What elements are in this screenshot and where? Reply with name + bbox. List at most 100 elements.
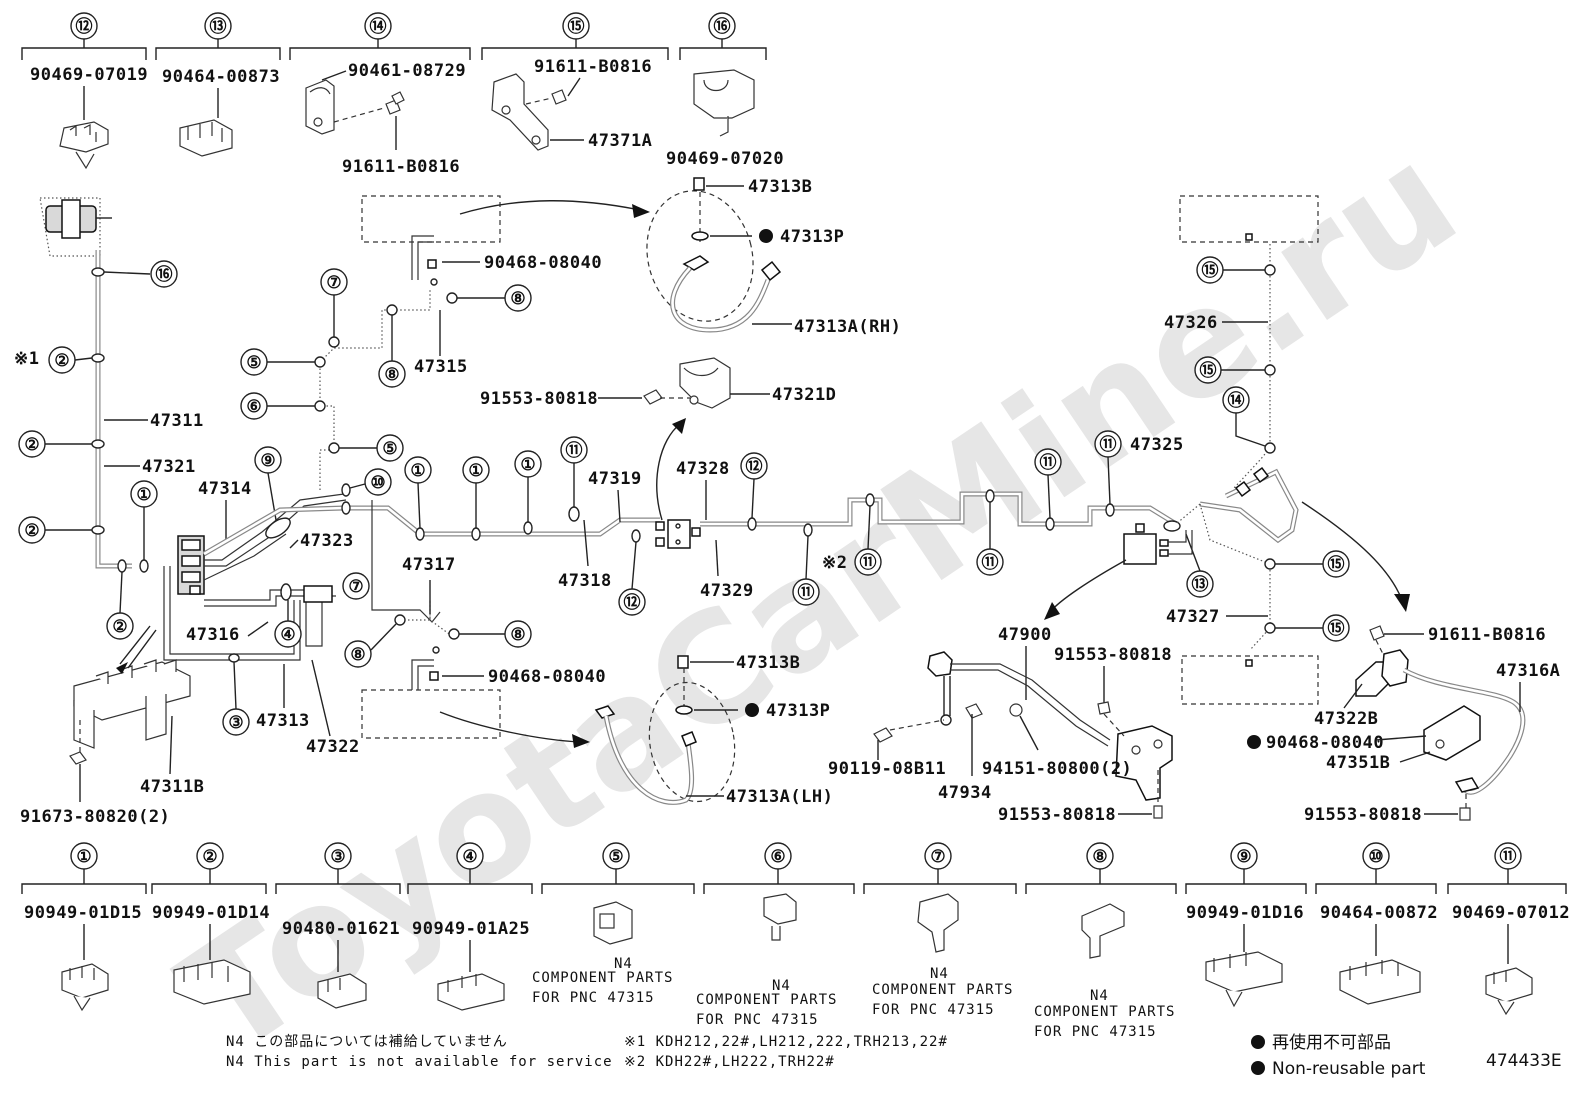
svg-text:47316A: 47316A	[1496, 661, 1560, 681]
svg-text:47322: 47322	[306, 737, 360, 757]
svg-text:90461-08729: 90461-08729	[348, 61, 466, 81]
svg-text:91553-80818: 91553-80818	[1054, 645, 1172, 665]
bracket-icon	[491, 73, 549, 151]
svg-text:47322B: 47322B	[1314, 709, 1378, 729]
bolt-icon	[1459, 807, 1471, 821]
bolt-icon	[385, 91, 405, 115]
svg-text:91553-80818: 91553-80818	[1304, 805, 1422, 825]
svg-text:90949-01D16: 90949-01D16	[1186, 903, 1304, 923]
note-x2: ※2 KDH22#,LH222,TRH22#	[624, 1054, 835, 1070]
svg-text:47321: 47321	[142, 457, 196, 477]
top-header-13: ⑬ 90464-00873	[155, 12, 281, 157]
clip-icon	[61, 963, 109, 1012]
svg-text:⑨: ⑨	[260, 451, 275, 471]
svg-text:47934: 47934	[938, 783, 992, 803]
callout-8a: ⑧	[378, 315, 406, 388]
svg-text:⑧: ⑧	[510, 625, 525, 645]
top-header-16: ⑯ 90469-07020	[666, 12, 784, 169]
non-reusable-icon	[1251, 1061, 1265, 1075]
svg-text:47311: 47311	[150, 411, 204, 431]
svg-text:⑤: ⑤	[246, 353, 261, 373]
bottom-header-2: ② 90949-01D14	[151, 842, 270, 1005]
pipe-47326	[1233, 244, 1276, 489]
svg-text:①: ①	[520, 455, 535, 475]
callout-15d: ⑮	[1275, 614, 1350, 642]
svg-text:90468-08040: 90468-08040	[488, 667, 606, 687]
svg-text:⑧: ⑧	[1092, 847, 1107, 867]
svg-text:47313B: 47313B	[748, 177, 812, 197]
main-pipe-47311	[91, 250, 149, 573]
svg-text:47326: 47326	[1164, 313, 1218, 333]
svg-text:47313A(LH): 47313A(LH)	[726, 787, 833, 807]
rh-hose-detail: 47313B 47313P 47313A(RH)	[646, 177, 901, 337]
watermark: ToyotaCarMine.ru	[153, 112, 1487, 1090]
callout-12a: ⑫	[618, 541, 646, 616]
callout-8c: ⑧	[344, 623, 397, 668]
svg-text:②: ②	[24, 521, 39, 541]
svg-text:47317: 47317	[402, 555, 456, 575]
svg-text:90949-01A25: 90949-01A25	[412, 919, 530, 939]
callout-11a: ⑪	[560, 436, 588, 507]
lh-hose-box: 90468-08040	[361, 646, 606, 748]
callout-15b: ⑮	[1194, 356, 1265, 384]
svg-text:⑬: ⑬	[210, 16, 227, 37]
callout-8d: ⑧	[459, 620, 532, 648]
bracket-47311B	[73, 659, 191, 749]
svg-text:COMPONENT PARTS: COMPONENT PARTS	[696, 992, 837, 1008]
callout-2b: ②	[18, 430, 92, 458]
svg-text:⑦: ⑦	[930, 847, 945, 867]
bottom-header-7: ⑦ N4 COMPONENT PARTS FOR PNC 47315	[863, 842, 1017, 1018]
clip-icon	[1339, 959, 1421, 1005]
svg-text:⑨: ⑨	[1236, 847, 1251, 867]
svg-text:⑫: ⑫	[76, 16, 93, 37]
bolt-icon	[551, 89, 567, 105]
proportioning-valve	[1123, 523, 1193, 565]
callout-16: ⑯	[103, 260, 178, 288]
svg-text:47313A(RH): 47313A(RH)	[794, 317, 901, 337]
callout-1b: ①	[404, 456, 432, 529]
svg-text:①: ①	[468, 461, 483, 481]
bolt-icon	[1153, 805, 1163, 819]
svg-text:②: ②	[202, 847, 217, 867]
svg-text:⑥: ⑥	[770, 847, 785, 867]
bottom-header-6: ⑥ N4 COMPONENT PARTS FOR PNC 47315	[696, 842, 855, 1028]
clip-icon	[317, 973, 367, 1009]
svg-text:47327: 47327	[1166, 607, 1220, 627]
svg-text:47319: 47319	[588, 469, 642, 489]
svg-text:47351B: 47351B	[1326, 753, 1390, 773]
callout-10: ⑩	[349, 468, 392, 496]
brake-actuator	[177, 535, 205, 595]
rear-pipe-run	[202, 483, 1181, 623]
svg-text:47314: 47314	[198, 479, 252, 499]
svg-text:⑪: ⑪	[860, 552, 877, 573]
three-way-joint	[655, 519, 701, 549]
callout-6: ⑥	[240, 392, 315, 420]
callout-8b: ⑧	[457, 284, 532, 312]
svg-text:⑫: ⑫	[624, 592, 641, 613]
svg-text:⑯: ⑯	[156, 264, 173, 285]
svg-text:⑧: ⑧	[510, 289, 525, 309]
svg-text:47321D: 47321D	[772, 385, 836, 405]
callout-4: ④	[274, 600, 302, 648]
svg-text:91553-80818: 91553-80818	[480, 389, 598, 409]
svg-text:N4: N4	[614, 956, 633, 972]
master-cylinder	[39, 197, 112, 257]
callout-7-top: ⑦	[320, 268, 348, 337]
svg-text:90480-01621: 90480-01621	[282, 919, 400, 939]
svg-text:90464-00873: 90464-00873	[162, 67, 280, 87]
svg-text:①: ①	[76, 847, 91, 867]
svg-text:91553-80818: 91553-80818	[998, 805, 1116, 825]
svg-text:⑩: ⑩	[370, 473, 385, 493]
svg-text:47318: 47318	[558, 571, 612, 591]
svg-text:90949-01D15: 90949-01D15	[24, 903, 142, 923]
bolt-icon	[643, 389, 663, 405]
svg-text:⑫: ⑫	[746, 456, 763, 477]
svg-text:⑪: ⑪	[1100, 434, 1117, 455]
callout-13: ⑬	[1185, 533, 1214, 598]
rear-box-bottom	[1181, 655, 1319, 705]
svg-text:⑭: ⑭	[370, 16, 387, 37]
svg-text:47311B: 47311B	[140, 777, 204, 797]
svg-text:FOR PNC 47315: FOR PNC 47315	[696, 1012, 819, 1028]
